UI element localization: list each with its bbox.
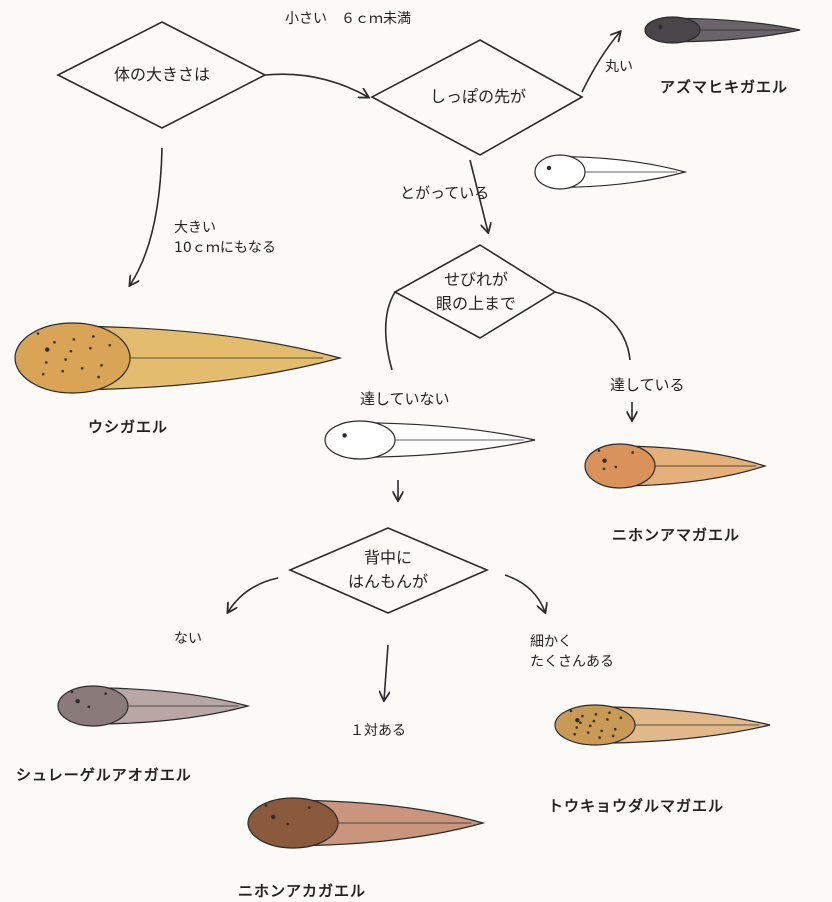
decision-fin-label: せびれが 眼の上まで: [436, 268, 516, 316]
arrow-pointed: [469, 159, 488, 232]
tadpole-nihon-ama-image: [584, 443, 767, 489]
decision-back-label-line1: 背中に: [363, 548, 413, 567]
edge-label-not-reach: 達していない: [360, 390, 450, 408]
species-schlegel: シュレーゲルアオガエル: [16, 766, 192, 784]
decision-back-label: 背中に はんもんが: [348, 546, 428, 594]
decision-tail-diamond: [370, 39, 584, 156]
decision-fin-label-line2: 眼の上まで: [435, 294, 517, 313]
edge-label-big-line2: 10ｃｍにもなる: [174, 240, 276, 256]
tadpole-pointed-outline-image: [534, 154, 688, 190]
arrow-small: [264, 73, 368, 97]
species-ushi: ウシガエル: [88, 418, 169, 436]
tadpole-tokyo-daruma-image: [554, 704, 771, 746]
edge-label-big-line1: 大きい: [174, 220, 216, 236]
edge-label-reaches: 達している: [610, 376, 685, 394]
arrow-one-pair: [384, 644, 388, 700]
tadpole-azuma-image: [644, 16, 801, 44]
tadpole-schlegel-image: [57, 685, 251, 727]
edge-label-one-pair: １対ある: [350, 723, 406, 739]
decision-fin-diamond: [393, 244, 557, 339]
arrow-round: [581, 32, 620, 93]
edge-label-round: 丸い: [605, 59, 633, 75]
edge-label-none: ない: [174, 631, 202, 647]
species-nihon-ama: ニホンアマガエル: [612, 526, 741, 544]
tadpole-nihon-aka-image: [247, 797, 486, 849]
arrow-many: [504, 574, 545, 612]
decision-size-diamond: [56, 21, 267, 129]
species-tokyo-daruma: トウキョウダルマガエル: [548, 797, 725, 815]
arrow-reaches-line: [554, 291, 631, 361]
edge-label-pointed: とがっている: [400, 184, 490, 202]
arrow-not-reach-line: [384, 291, 396, 371]
edge-label-many-line1: 細かく: [530, 634, 572, 650]
decision-size-label: 体の大きさは: [113, 65, 211, 84]
edge-label-big: 大きい 10ｃｍにもなる: [174, 218, 276, 258]
arrow-big: [130, 147, 163, 285]
edge-label-many-line2: たくさんある: [530, 654, 614, 670]
tadpole-not-reach-outline-image: [324, 420, 536, 460]
tadpole-ushi-image: [14, 322, 343, 394]
decision-tail-label: しっぽの先が: [429, 87, 527, 106]
decision-back-label-line2: はんもんが: [347, 572, 429, 591]
decision-fin-label-line1: せびれが: [443, 270, 509, 289]
arrow-none: [228, 577, 279, 612]
species-nihon-aka: ニホンアカガエル: [238, 882, 367, 900]
edge-label-many: 細かく たくさんある: [530, 632, 614, 672]
species-azuma: アズマヒキガエル: [660, 78, 789, 96]
decision-back-diamond: [287, 527, 490, 614]
edge-label-small: 小さい ６ｃｍ未満: [285, 11, 411, 27]
